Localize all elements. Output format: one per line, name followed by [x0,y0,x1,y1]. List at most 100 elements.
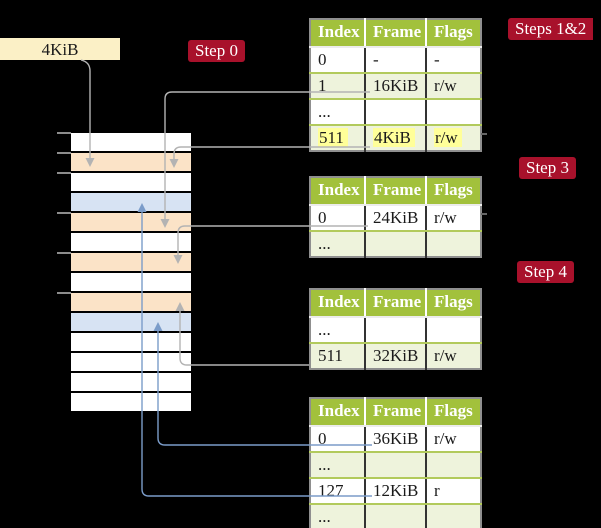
memory-frame-row-white [71,333,191,353]
table-row: 511 4KiB r/w [310,125,481,151]
table-cell: 32KiB [364,343,426,369]
memory-frame-row-orange [71,293,191,313]
memory-frame-row-white [71,373,191,393]
row-marker-dash [481,133,487,135]
table-cell [425,452,481,479]
table-cell: 4KiB [364,125,426,151]
memory-frame-row-blue [71,313,191,333]
table-row: ... [310,317,481,344]
table-cell [364,231,426,257]
table-cell: 12KiB [364,478,426,505]
table-cell [364,317,426,344]
memory-frame-row-white [71,393,191,413]
table-cell: ... [310,231,365,257]
table-cell [425,231,481,257]
memory-frame-row-blue [71,193,191,213]
physical-memory-column [71,133,191,413]
column-header-frame: Frame [364,177,426,206]
table-cell: - [364,47,426,74]
table-cell [425,317,481,344]
page-size-box: 4KiB [0,38,120,60]
table-cell: 24KiB [364,205,426,232]
column-header-index: Index [310,289,365,318]
table-cell [364,504,426,528]
highlighted-value: 511 [318,128,348,147]
memory-frame-row-white [71,273,191,293]
table-cell: r/w [425,205,481,232]
table-cell: 0 [310,47,365,74]
table-cell [425,99,481,126]
address-tick [57,172,71,174]
memory-frame-row-orange [71,253,191,273]
column-header-flags: Flags [425,289,481,318]
table-cell: 511 [310,343,365,369]
table-cell: 511 [310,125,365,151]
table-cell: 16KiB [364,73,426,100]
table-cell: r/w [425,343,481,369]
table-cell: 1 [310,73,365,100]
address-tick [57,212,71,214]
table-row: 0-- [310,47,481,74]
column-header-frame: Frame [364,398,426,427]
column-header-index: Index [310,19,365,48]
highlighted-value: r/w [434,128,462,147]
memory-frame-row-white [71,353,191,373]
table-cell: ... [310,99,365,126]
table-cell: ... [310,317,365,344]
table-cell: 36KiB [364,426,426,453]
table-cell: 0 [310,205,365,232]
steps-1-2-badge: Steps 1&2 [508,18,594,40]
column-header-frame: Frame [364,289,426,318]
table-cell [425,504,481,528]
highlighted-value: 4KiB [373,128,415,147]
table-cell: 127 [310,478,365,505]
step-4-badge: Step 4 [517,261,574,283]
table-row: ... [310,504,481,528]
table-cell: r [425,478,481,505]
table-cell: 0 [310,426,365,453]
row-marker-dash [481,213,487,215]
table-row: ... [310,231,481,257]
memory-frame-row-orange [71,153,191,173]
column-header-index: Index [310,398,365,427]
table-cell: ... [310,452,365,479]
table-row: ... [310,99,481,126]
connector-table3-row511-to-frame [179,311,309,366]
column-header-flags: Flags [425,177,481,206]
memory-frame-row-orange [71,213,191,233]
table-cell [364,452,426,479]
column-header-index: Index [310,177,365,206]
step-3-badge: Step 3 [519,157,576,179]
column-header-flags: Flags [425,19,481,48]
table-cell [364,99,426,126]
address-tick [57,152,71,154]
memory-frame-row-white [71,133,191,153]
address-tick [57,132,71,134]
table-cell: r/w [425,73,481,100]
address-tick [57,292,71,294]
table-row: ... [310,452,481,479]
table-cell: ... [310,504,365,528]
address-tick [57,252,71,254]
table-cell: r/w [425,426,481,453]
memory-frame-row-white [71,173,191,193]
column-header-flags: Flags [425,398,481,427]
table-cell: - [425,47,481,74]
table-cell: r/w [425,125,481,151]
column-header-frame: Frame [364,19,426,48]
step-0-badge: Step 0 [188,40,245,62]
